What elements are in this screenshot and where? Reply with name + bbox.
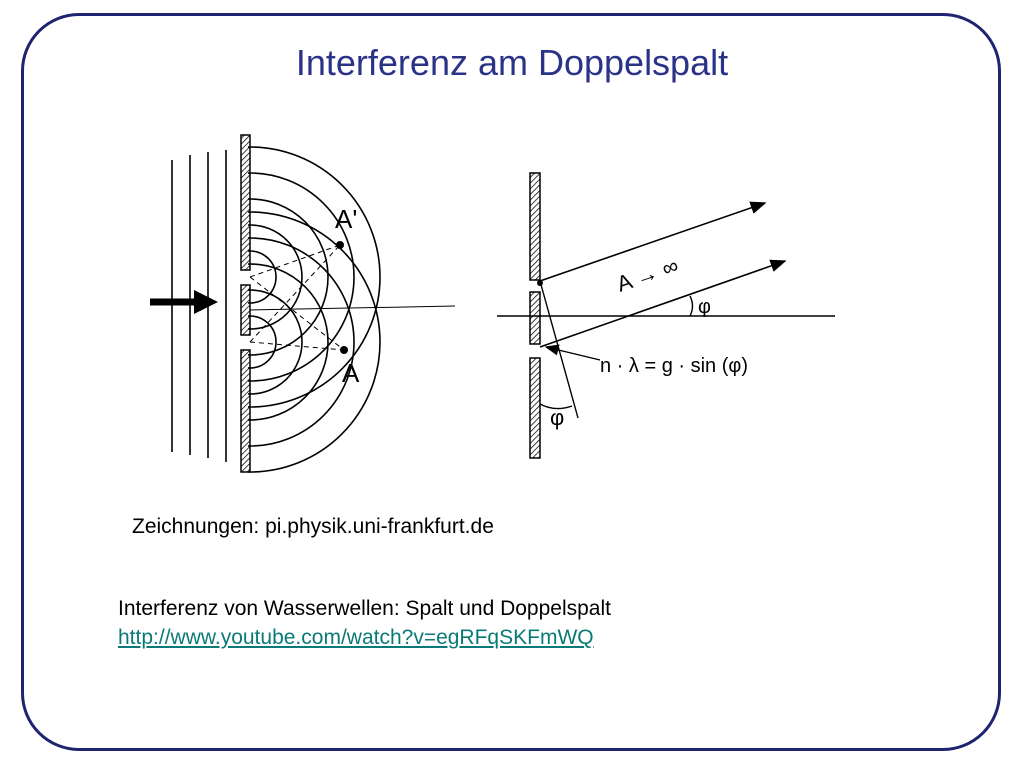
image-credit: Zeichnungen: pi.physik.uni-frankfurt.de: [132, 515, 494, 538]
left-figure: A' A: [150, 134, 456, 473]
point-a-prime: [336, 241, 344, 249]
point-a: [340, 346, 348, 354]
video-link[interactable]: http://www.youtube.com/watch?v=egRFqSKFm…: [118, 626, 594, 649]
formula-pointer: [544, 344, 601, 361]
angle-arc-lower: [539, 403, 573, 410]
grating-barrier: [529, 172, 541, 459]
right-figure: A → ∞ φ n · λ = g · sin (φ) φ: [497, 172, 835, 459]
slide-title: Interferenz am Doppelspalt: [295, 42, 729, 83]
slit-point-upper: [537, 280, 543, 286]
label-angle-lower: φ: [550, 405, 564, 430]
slide-frame: [21, 13, 1001, 751]
label-a-prime: A': [335, 204, 357, 234]
wave-circles-upper-slit: [248, 146, 381, 408]
formula: n · λ = g · sin (φ): [600, 355, 748, 377]
interference-lines: [249, 244, 456, 351]
wave-circles-lower-slit: [248, 211, 381, 473]
angle-arc: [689, 295, 694, 317]
ray-lower: [539, 259, 787, 348]
label-angle-upper: φ: [698, 296, 711, 318]
label-a-infinity: A → ∞: [613, 252, 681, 296]
video-description: Interferenz von Wasserwellen: Spalt und …: [118, 597, 611, 620]
ray-upper: [539, 201, 767, 282]
label-a: A: [342, 358, 360, 388]
incident-arrow: [150, 290, 218, 314]
